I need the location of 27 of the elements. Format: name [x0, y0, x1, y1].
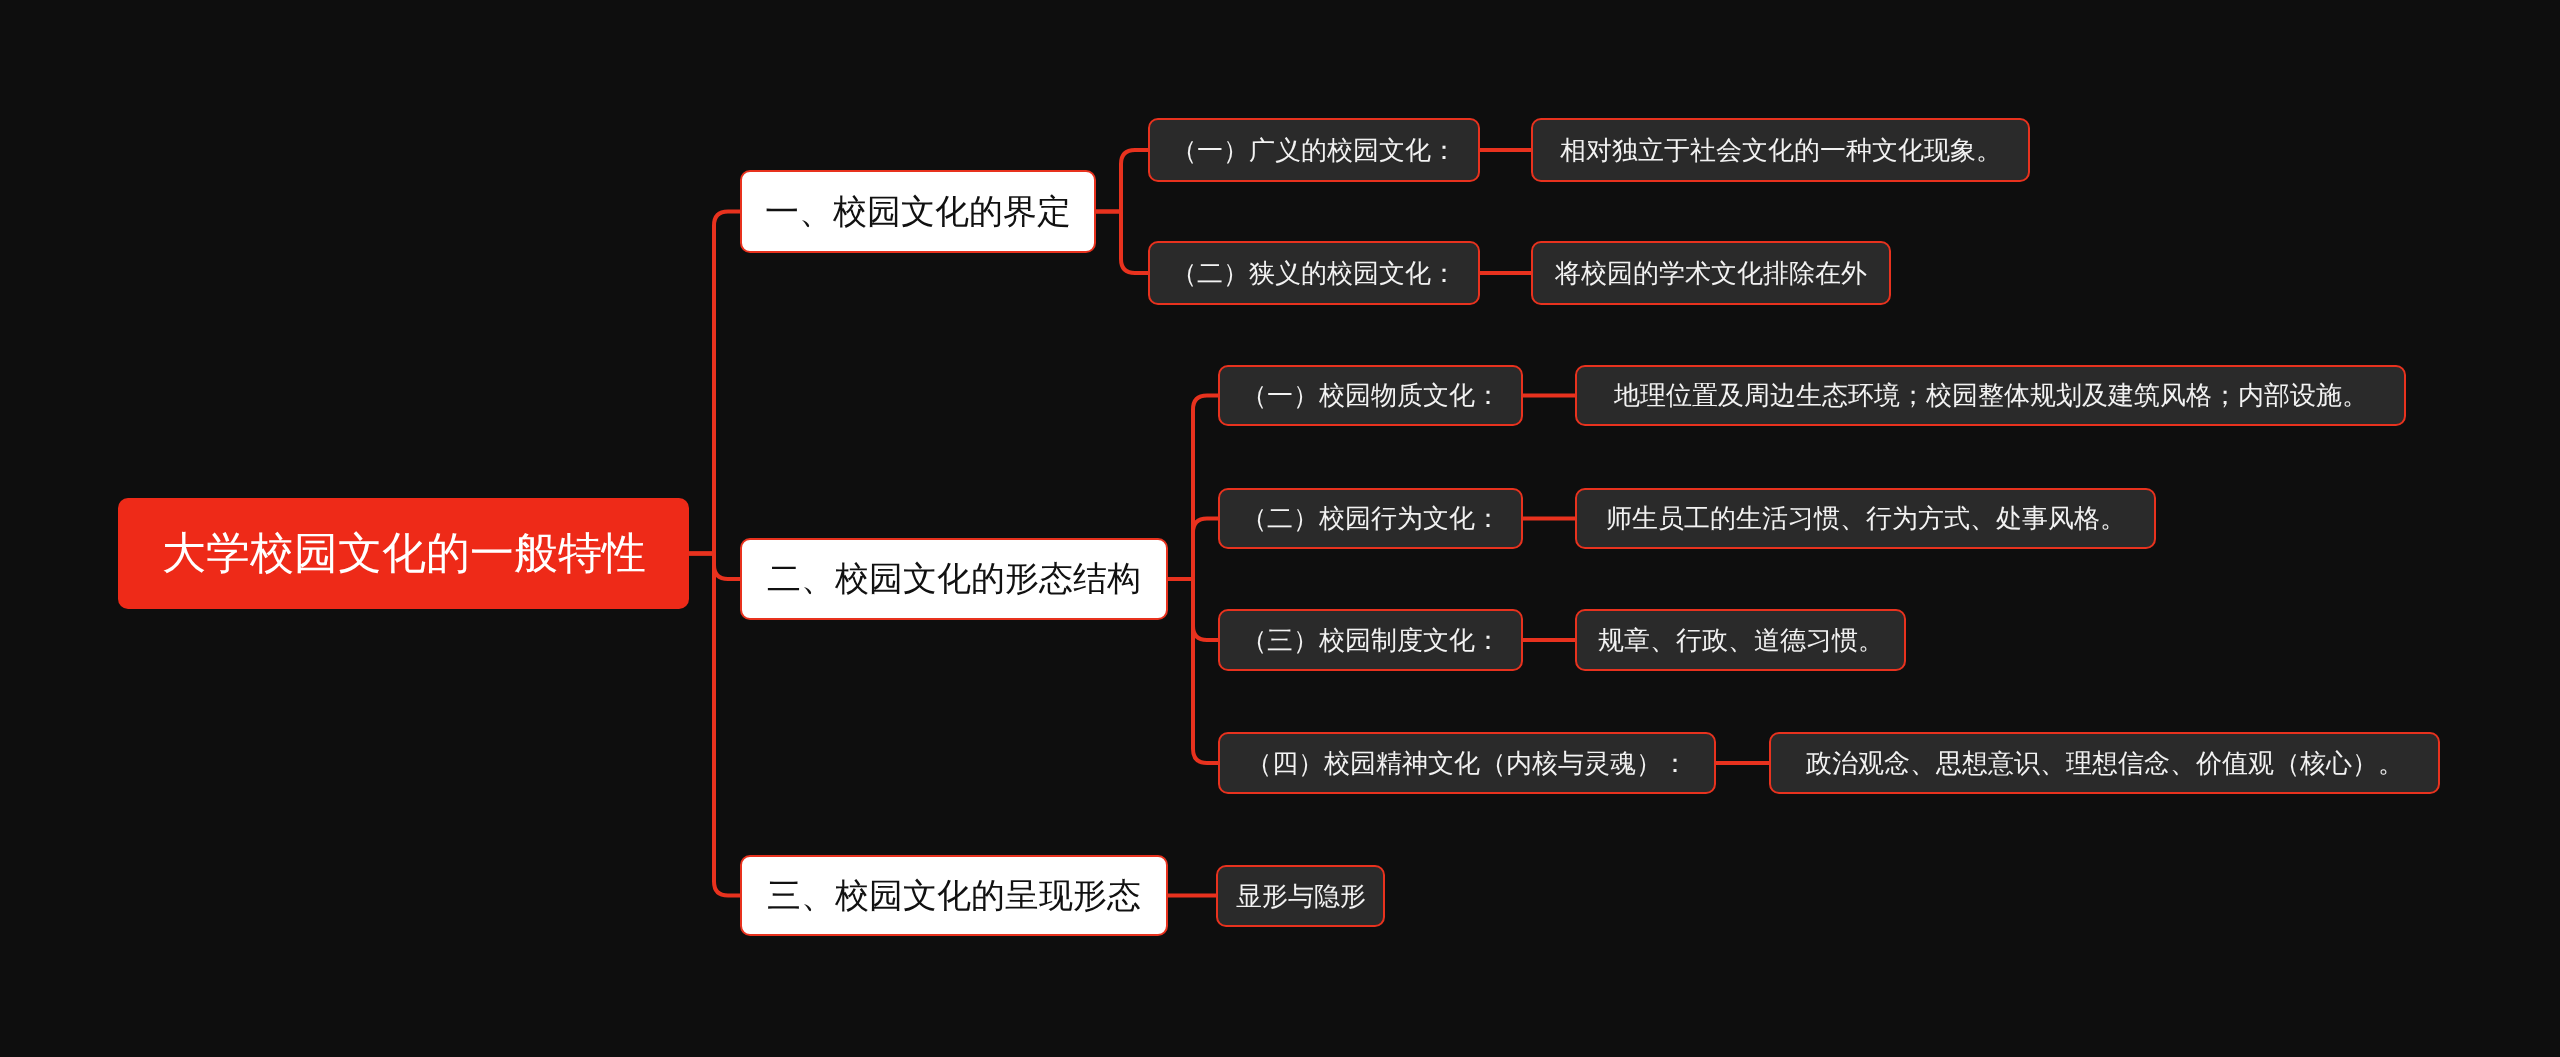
central-topic-box: 大学校园文化的一般特性: [118, 498, 689, 609]
topic-box: 三、校园文化的呈现形态: [740, 855, 1168, 936]
detail-box: 相对独立于社会文化的一种文化现象。: [1531, 118, 2030, 182]
connector-line: [1480, 271, 1531, 275]
subtopic-box: （二）校园行为文化：: [1218, 488, 1523, 549]
connector-line: [689, 551, 740, 898]
topic-box: 一、校园文化的界定: [740, 170, 1096, 253]
connector-line: [1523, 393, 1575, 398]
connector-line: [1168, 893, 1216, 898]
subtopic-box: （一）校园物质文化：: [1218, 365, 1523, 426]
detail-box: 地理位置及周边生态环境；校园整体规划及建筑风格；内部设施。: [1575, 365, 2406, 426]
subtopic-box: （一）广义的校园文化：: [1148, 118, 1480, 182]
subtopic-box: 显形与隐形: [1216, 865, 1385, 927]
subtopic-box: （三）校园制度文化：: [1218, 609, 1523, 671]
topic-box: 二、校园文化的形态结构: [740, 538, 1168, 620]
connector-line: [1096, 209, 1148, 275]
connector-line: [1523, 516, 1575, 521]
detail-box: 将校园的学术文化排除在外: [1531, 241, 1891, 305]
detail-box: 师生员工的生活习惯、行为方式、处事风格。: [1575, 488, 2156, 549]
connector-line: [1168, 577, 1218, 765]
connector-line: [1480, 148, 1531, 152]
detail-box: 规章、行政、道德习惯。: [1575, 609, 1906, 671]
connector-line: [1716, 761, 1769, 765]
connector-line: [1523, 638, 1575, 642]
subtopic-box: （二）狭义的校园文化：: [1148, 241, 1480, 305]
detail-box: 政治观念、思想意识、理想信念、价值观（核心）。: [1769, 732, 2440, 794]
subtopic-box: （四）校园精神文化（内核与灵魂）：: [1218, 732, 1716, 794]
